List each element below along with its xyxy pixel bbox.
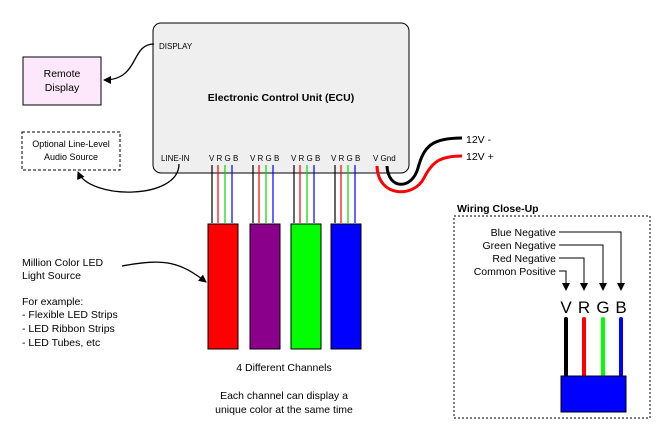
display-cable [103, 43, 155, 84]
power-negative-label: 12V - [466, 134, 492, 146]
channel-2-strip [249, 165, 281, 350]
remote-display-label-1: Remote [44, 68, 81, 80]
closeup-label-green-negative: Green Negative [482, 240, 556, 252]
power-positive-wire [375, 154, 463, 194]
power-negative-wire [385, 136, 463, 186]
closeup-label-red-negative: Red Negative [492, 253, 556, 265]
closeup-pin-g: G [596, 298, 609, 317]
led-source-label-2: Light Source [22, 270, 81, 282]
channel-2-port-label: V R G B [250, 154, 279, 163]
display-port-label: DISPLAY [159, 42, 193, 51]
channel-3-port-label: V R G B [291, 154, 320, 163]
channel-3-led [290, 223, 322, 350]
closeup-pin-r: R [578, 298, 590, 317]
led-source-pointer [121, 261, 207, 283]
power-positive-label: 12V + [466, 151, 494, 163]
remote-display-label-2: Display [45, 82, 80, 94]
channels-label: 4 Different Channels [236, 362, 332, 374]
audio-source-box [21, 131, 121, 171]
closeup-pin-b: B [615, 298, 626, 317]
led-example-title: For example: [22, 296, 83, 308]
channel-4-led [330, 223, 362, 350]
channel-1-strip [207, 165, 239, 350]
remote-display-box [22, 56, 102, 106]
closeup-pointer-red [559, 257, 588, 291]
channel-1-led [207, 223, 239, 350]
led-example-2: - LED Ribbon Strips [22, 323, 115, 335]
channel-4-port-label: V R G B [331, 154, 360, 163]
closeup-title: Wiring Close-Up [457, 203, 539, 215]
channel-3-strip [290, 165, 322, 350]
channels-note-1: Each channel can display a [220, 390, 348, 402]
closeup-label-common-positive: Common Positive [474, 266, 556, 278]
led-example-1: - Flexible LED Strips [22, 309, 118, 321]
led-example-3: - LED Tubes, etc [22, 337, 100, 349]
power-port-label: V Gnd [373, 154, 396, 163]
ecu-box [152, 22, 410, 174]
audio-source-label-1: Optional Line-Level [32, 139, 110, 149]
closeup-pointer-blue [559, 231, 625, 291]
closeup-frame [453, 215, 651, 419]
channel-2-led [249, 223, 281, 350]
closeup-led-block [560, 375, 627, 413]
channel-1-port-label: V R G B [209, 154, 238, 163]
closeup-pointer-green [559, 244, 607, 291]
audio-source-label-2: Audio Source [44, 152, 98, 162]
channels-note-2: unique color at the same time [215, 404, 353, 416]
led-source-label-1: Million Color LED [22, 257, 104, 269]
closeup-label-blue-negative: Blue Negative [491, 227, 557, 239]
ecu-title: Electronic Control Unit (ECU) [208, 92, 354, 104]
line-in-cable [77, 163, 180, 193]
closeup-pin-v: V [560, 298, 572, 317]
channel-4-strip [330, 165, 362, 350]
closeup-pointer-common [559, 270, 570, 291]
line-in-port-label: LINE-IN [161, 154, 190, 163]
